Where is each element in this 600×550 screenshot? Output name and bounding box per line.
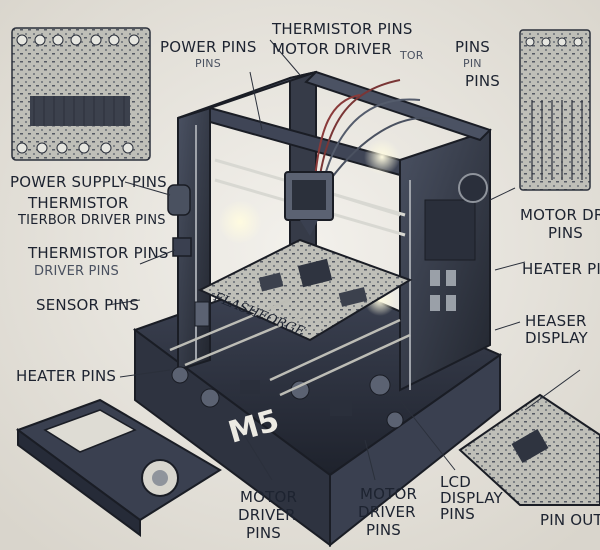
label-heaser: HEASER bbox=[525, 312, 587, 330]
label-thermistor-pins-left: THERMISTOR PINS bbox=[28, 244, 169, 262]
led-glow bbox=[218, 139, 400, 316]
label-tierbor-driver-pins: TIERBOR DRIVER PINS bbox=[18, 213, 166, 228]
extruder-carriage bbox=[284, 171, 334, 236]
printer-frame bbox=[132, 70, 503, 548]
label-motor-driver-top: MOTOR DRIVER bbox=[272, 40, 392, 58]
label-heater-pins-left: HEATER PINS bbox=[16, 367, 117, 385]
label-heater-pins-right: HEATER PINS bbox=[522, 260, 600, 278]
board-top-left bbox=[11, 27, 151, 161]
wire-bundle bbox=[314, 79, 441, 181]
label-pins-top-small: PINS bbox=[195, 57, 221, 70]
label-pins-top-right-2: PINS bbox=[465, 72, 501, 90]
pinout-board bbox=[458, 393, 600, 506]
left-components bbox=[167, 184, 210, 327]
label-motor-bottom-1c: PINS bbox=[246, 524, 282, 542]
label-tor-top: TOR bbox=[400, 49, 424, 62]
label-lcd-a: LCD bbox=[440, 473, 471, 491]
label-motor-bottom-2b: DRIVER bbox=[358, 503, 416, 521]
label-pin-out: PIN OUT bbox=[540, 511, 600, 529]
label-sensor-pins: SENSOR PINS bbox=[36, 296, 140, 314]
label-motor-bottom-1b: DRIVER bbox=[238, 506, 296, 524]
label-motor-driv-right: MOTOR DRIV bbox=[520, 206, 600, 224]
label-driver-pins-left: DRIVER PINS bbox=[34, 264, 119, 279]
lcd-module bbox=[15, 398, 222, 537]
label-power-pins-top: POWER PINS bbox=[160, 38, 257, 56]
label-lcd-c: PINS bbox=[440, 505, 476, 523]
label-pin-top-right-small: PIN bbox=[463, 57, 482, 70]
leader-lines bbox=[107, 39, 581, 481]
label-motor-bottom-2c: PINS bbox=[366, 521, 402, 539]
label-thermistor-pins-top: THERMISTOR PINS bbox=[272, 20, 413, 38]
label-thermistor: THERMISTOR bbox=[28, 194, 129, 212]
label-display-right: DISPLAY bbox=[525, 329, 588, 347]
label-lcd-b: DISPLAY bbox=[440, 489, 503, 507]
label-power-supply-pins: POWER SUPPLY PINS bbox=[10, 173, 167, 191]
base-components bbox=[169, 298, 411, 429]
label-pins-top-right: PINS bbox=[455, 38, 491, 56]
label-motor-bottom-2a: MOTOR bbox=[360, 485, 418, 503]
board-top-right bbox=[519, 29, 591, 191]
label-pins-right-1: PINS bbox=[548, 224, 584, 242]
label-motor-bottom-1a: MOTOR bbox=[240, 488, 298, 506]
main-board bbox=[197, 238, 413, 342]
